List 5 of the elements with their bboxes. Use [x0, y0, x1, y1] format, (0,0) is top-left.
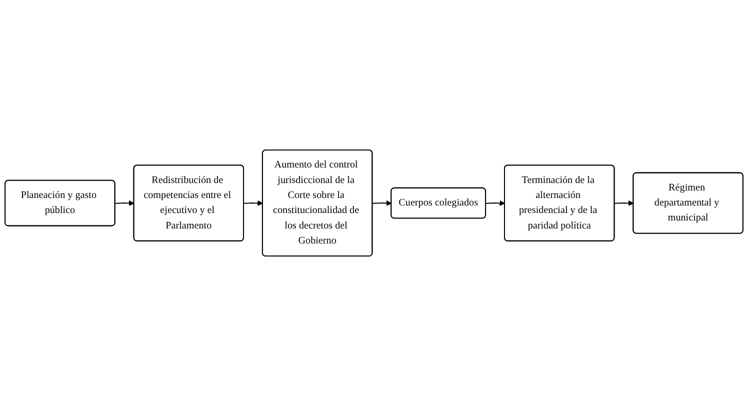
arrow	[485, 200, 506, 206]
arrow	[114, 200, 134, 206]
arrow	[372, 200, 392, 206]
arrow	[243, 200, 263, 206]
arrow	[614, 200, 634, 206]
